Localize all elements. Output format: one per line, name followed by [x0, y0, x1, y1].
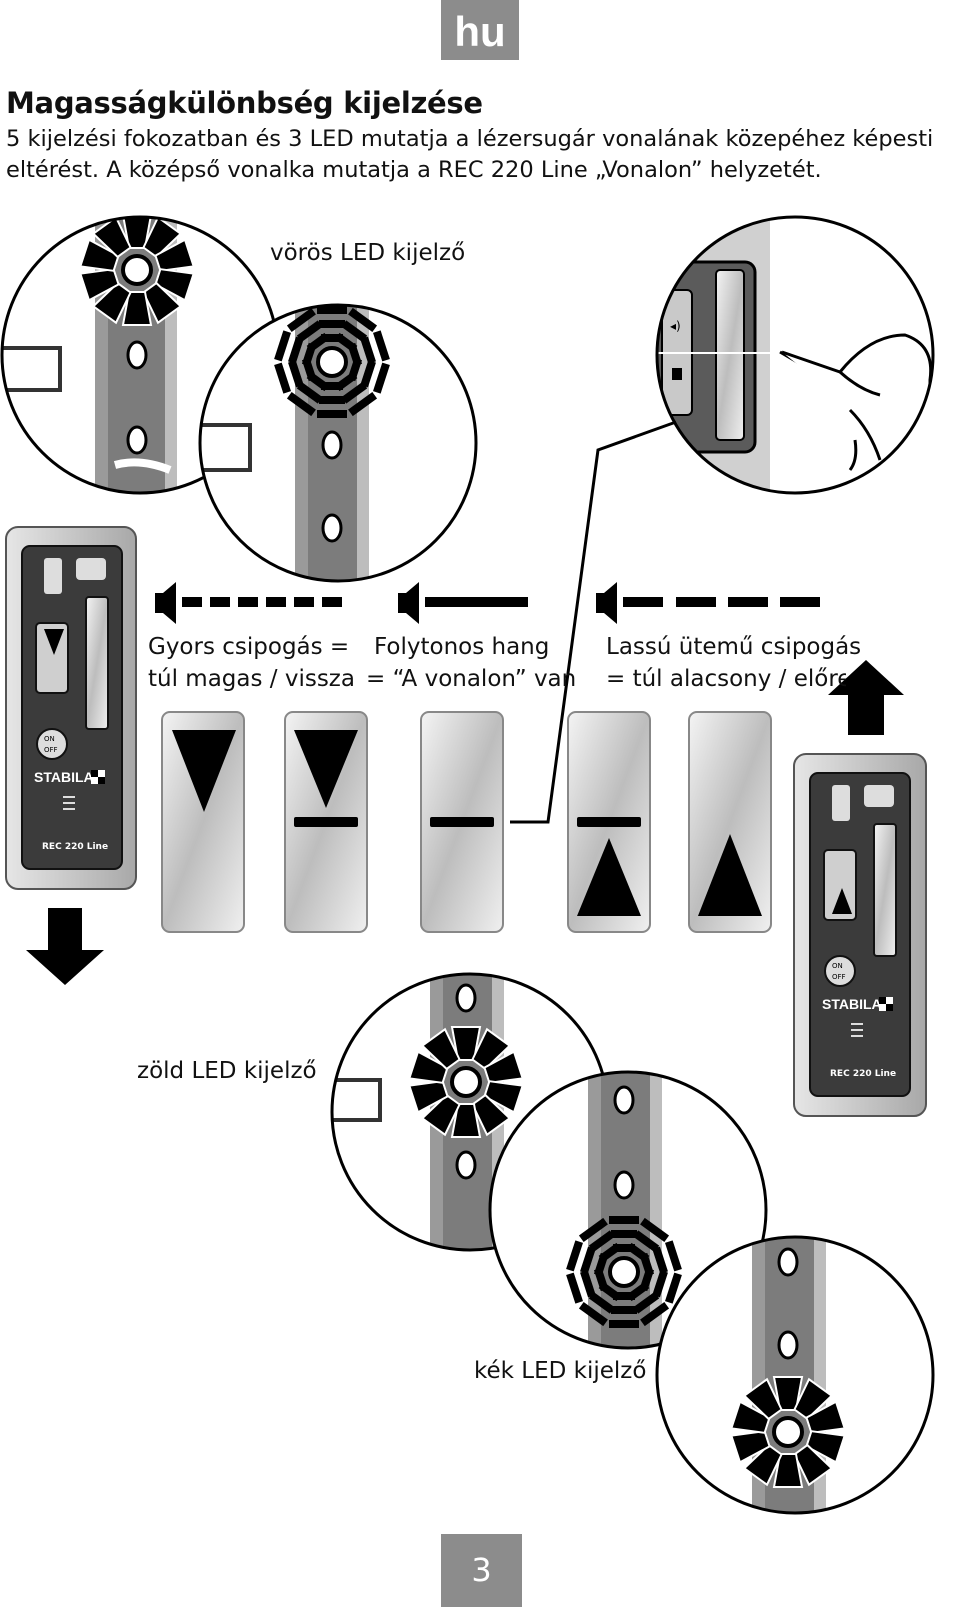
display-slightly-high — [284, 711, 368, 933]
language-tab: hu — [441, 0, 519, 60]
slow-beep-line-1: Lassú ütemű csipogás — [606, 634, 862, 660]
device-left-model: REC 220 Line — [42, 842, 108, 852]
device-right-off: OFF — [832, 973, 846, 981]
green-led-label: zöld LED kijelző — [137, 1058, 317, 1084]
continuous-tone-icon — [398, 582, 528, 624]
section-title: Magasságkülönbség kijelzése — [6, 86, 483, 120]
continuous-line-1: Folytonos hang — [374, 634, 550, 660]
marking-zoom: ◂) — [655, 215, 935, 495]
device-right-model: REC 220 Line — [830, 1069, 896, 1079]
display-slightly-low — [567, 711, 651, 933]
arrow-up-icon — [828, 660, 904, 735]
arrow-down-icon — [26, 908, 104, 985]
intro-line-2: eltérést. A középső vonalka mutatja a RE… — [6, 157, 822, 183]
slow-beep-icon — [596, 582, 820, 624]
device-left: ON OFF STABILA REC 220 Line — [5, 526, 137, 890]
device-left-brand: STABILA — [34, 769, 94, 785]
device-left-on: ON — [44, 735, 55, 743]
leader-line — [510, 420, 677, 824]
fast-beep-icon — [155, 582, 342, 624]
device-right-brand: STABILA — [822, 996, 882, 1012]
svg-text:◂): ◂) — [670, 319, 681, 333]
continuous-line-2: = “A vonalon” van — [366, 666, 577, 692]
display-on-line — [420, 711, 504, 933]
device-left-off: OFF — [44, 746, 58, 754]
intro-line-1: 5 kijelzési fokozatban és 3 LED mutatja … — [6, 126, 934, 152]
blue-led-zoom-2 — [655, 1235, 935, 1515]
display-too-low — [688, 711, 772, 933]
device-right-on: ON — [832, 962, 843, 970]
device-right: ON OFF STABILA REC 220 Line — [793, 753, 927, 1117]
fast-beep-line-1: Gyors csipogás = — [148, 634, 350, 660]
display-too-high — [161, 711, 245, 933]
red-led-zoom-2 — [198, 303, 478, 583]
blue-led-label: kék LED kijelző — [474, 1358, 647, 1384]
slow-beep-line-2: = túl alacsony / előre — [606, 666, 846, 692]
page-number: 3 — [441, 1534, 522, 1607]
fast-beep-line-2: túl magas / vissza — [148, 666, 355, 692]
intro-paragraph: 5 kijelzési fokozatban és 3 LED mutatja … — [6, 124, 936, 186]
red-led-label: vörös LED kijelző — [270, 240, 466, 266]
